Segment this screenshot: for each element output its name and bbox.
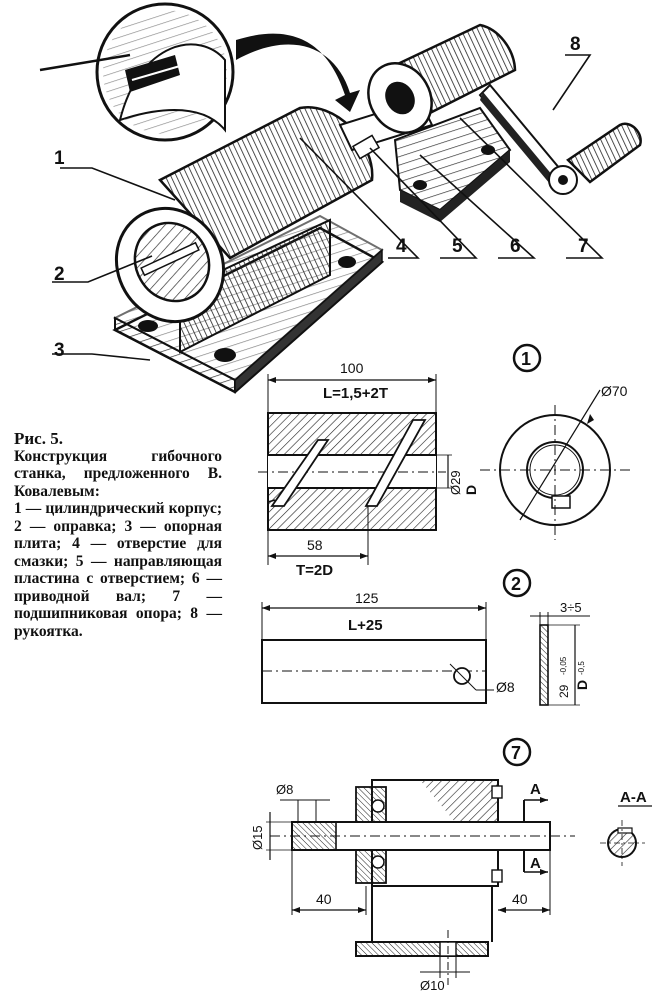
d1-t-dim: 58 [307,537,323,553]
d7-a-bottom: A [530,855,541,872]
caption-subtitle: Конструкция гибочного станка, предложенн… [14,447,222,500]
callout-8: 8 [570,34,581,55]
detail-1-drawing: 1 100 L=1,5+2T Ø29 D 58 T=2D [258,343,630,579]
d1-formula: L=1,5+2T [323,385,388,402]
detail-id-2: 2 [511,574,521,594]
callout-1: 1 [54,148,65,169]
callout-5: 5 [452,236,463,257]
d2-tol-b: -0,5 [577,661,586,675]
main-cylinder [114,106,374,324]
d7-section-label: A-A [620,789,647,806]
drive-shaft-assembly [338,23,517,222]
detail-id-7: 7 [511,743,521,763]
assembly-illustration: 1 2 3 4 5 6 7 8 [39,2,642,394]
d1-t-formula: T=2D [296,562,333,579]
d2-hole-diam: Ø8 [496,679,515,695]
d2-thickness: 3÷5 [560,600,582,615]
callout-6: 6 [510,236,521,257]
caption-title: Рис. 5. [14,429,63,448]
d1-outer-diam: Ø70 [601,383,628,399]
d7-d15: Ø15 [250,825,265,850]
zoom-detail-bubble [39,2,235,142]
d1-inner-diam: Ø29 [448,470,463,495]
crank-handle [478,83,642,195]
detail-id-1: 1 [521,349,531,369]
callout-3: 3 [54,340,65,361]
figure-caption: Рис. 5. Конструкция гибочного станка, пр… [14,430,222,640]
d7-a-top: A [530,781,541,798]
callout-2: 2 [54,264,65,285]
d1-length: 100 [340,360,364,376]
callout-7: 7 [578,236,589,257]
callout-leaders [52,54,604,361]
d2-formula: L+25 [348,617,383,634]
caption-legend: 1 — цилиндрический корпус; 2 — оправка; … [14,500,222,640]
d7-d10: Ø10 [420,978,445,993]
d2-height: 29 [557,684,571,698]
zoom-arrow [236,33,360,112]
d7-right-40: 40 [512,891,528,907]
d7-left-40: 40 [316,891,332,907]
callout-4: 4 [396,236,407,257]
d2-length: 125 [355,590,379,606]
d1-d-label: D [463,485,479,495]
detail-2-drawing: 2 Ø8 125 L+25 3÷5 29 -0,05 D -0,5 [261,568,590,706]
d2-tol-a: -0,05 [559,656,568,675]
cylinder-support [179,218,331,354]
d7-d8: Ø8 [276,782,293,797]
d2-d-label: D [574,680,590,690]
detail-7-drawing: 7 Ø8 Ø15 40 [250,737,652,993]
